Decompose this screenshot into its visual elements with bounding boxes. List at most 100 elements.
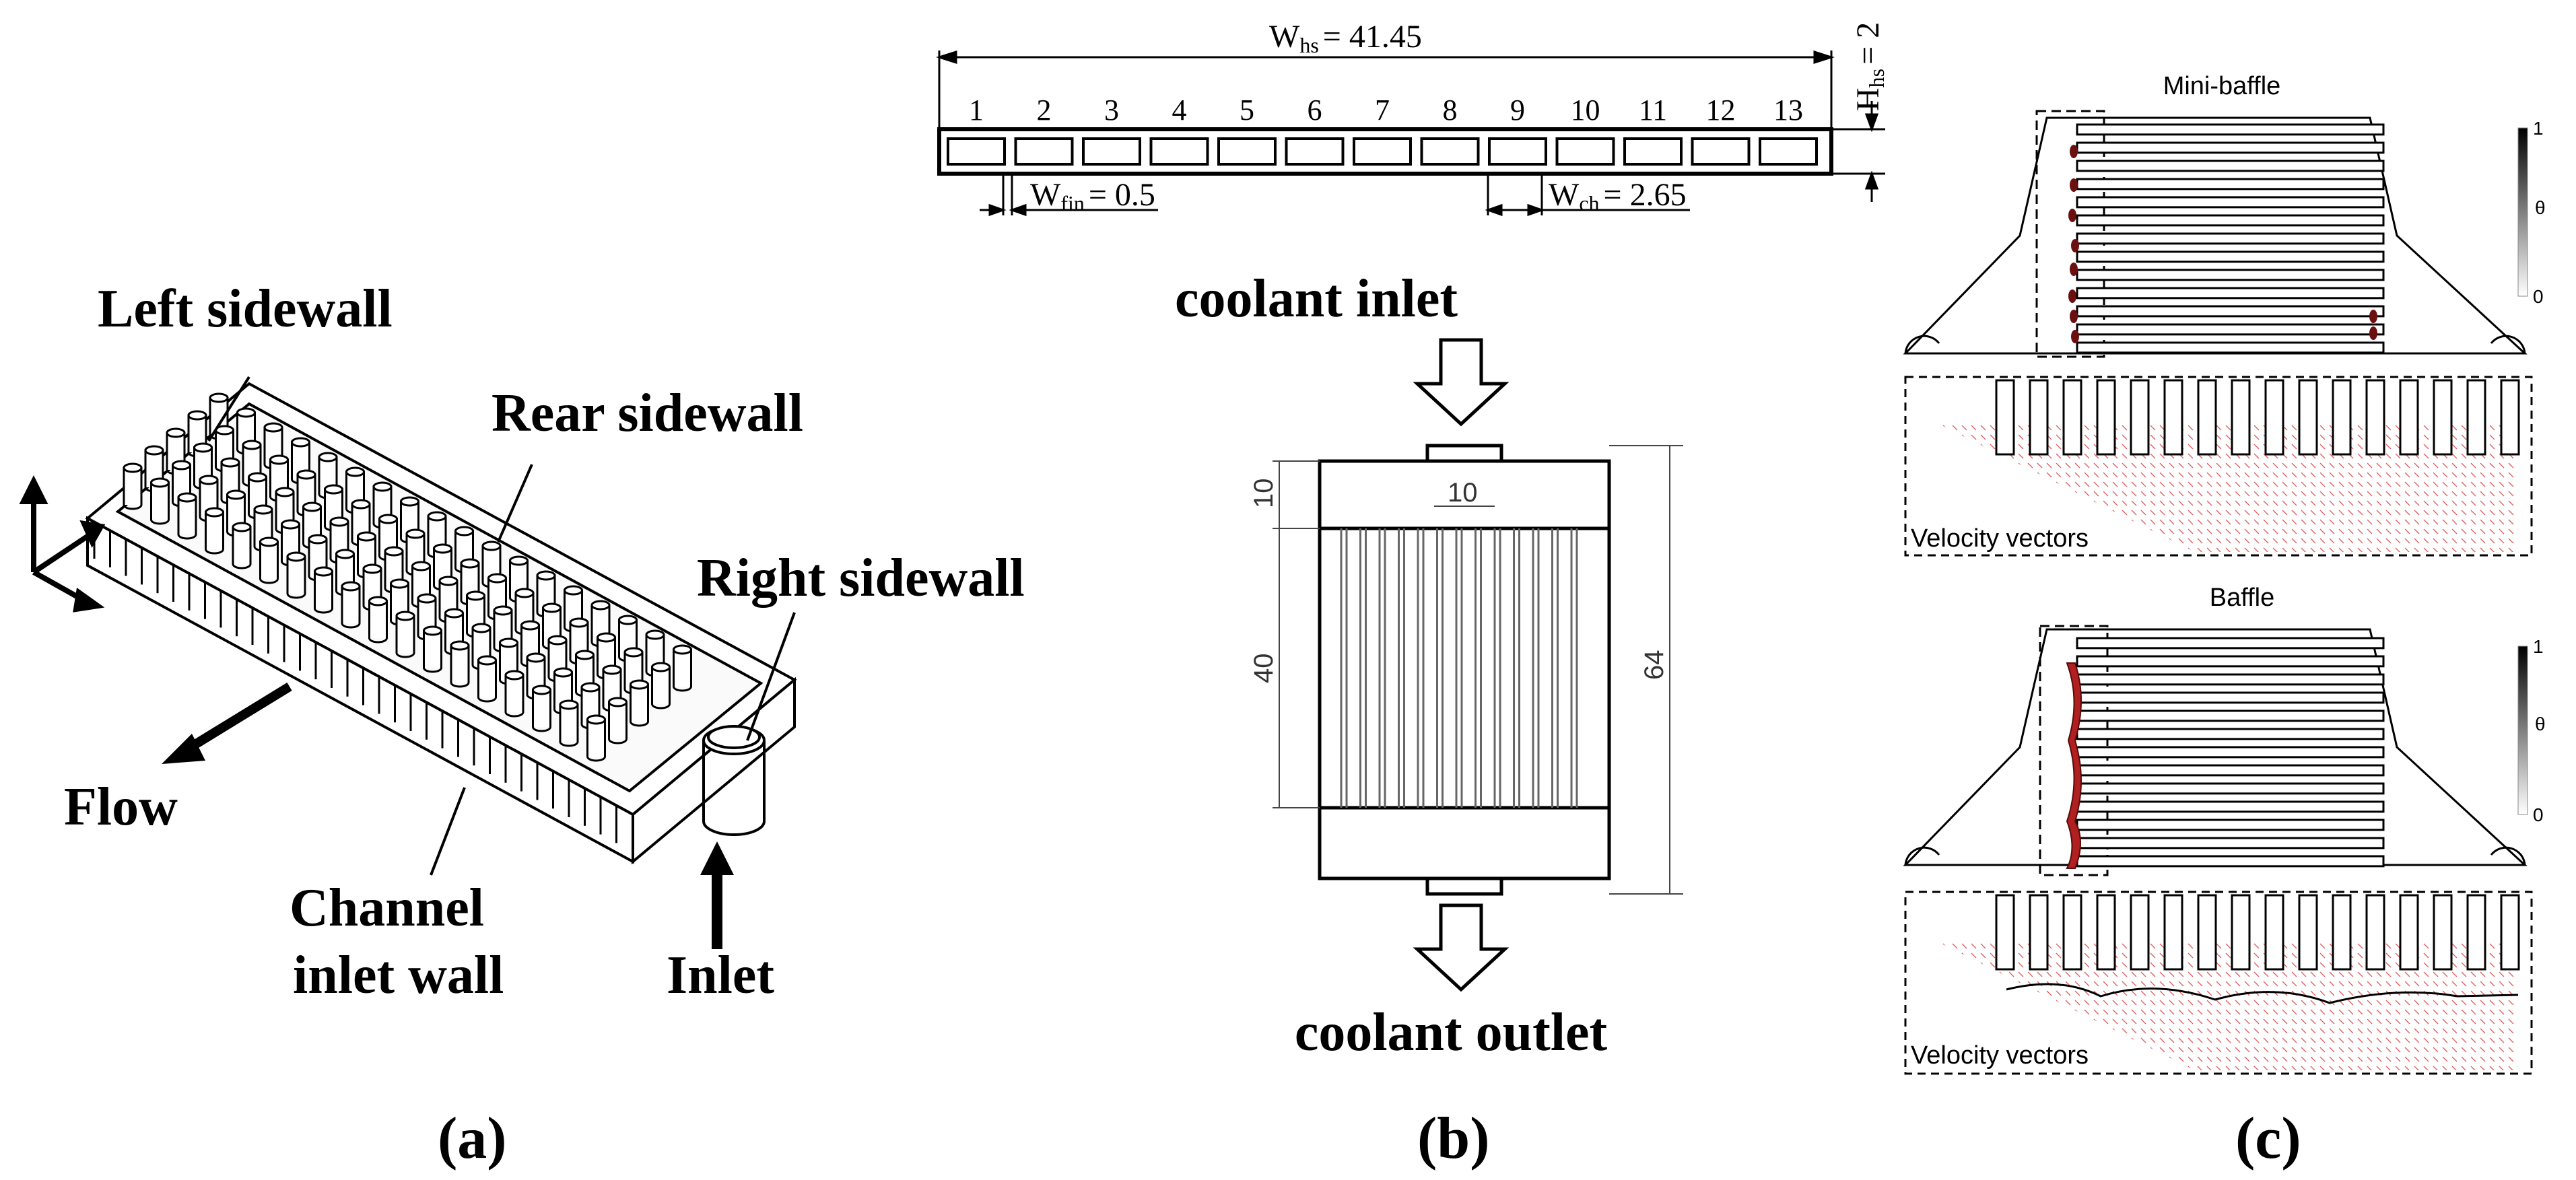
colorbar-top-min: 0 xyxy=(2533,286,2544,307)
velocity-fin xyxy=(2399,379,2419,456)
velocity-fin xyxy=(2096,379,2116,456)
velocity-fin xyxy=(2029,379,2049,456)
colorbar-bottom-min: 0 xyxy=(2533,804,2544,825)
colorbar-top-symbol: θ xyxy=(2535,197,2546,218)
velocity-fin xyxy=(2433,379,2453,456)
pin-fin xyxy=(232,522,252,569)
colorbar-top-max: 1 xyxy=(2533,118,2544,139)
channel-number: 4 xyxy=(1172,94,1187,127)
whs-label: Whs= 41.45 xyxy=(1269,19,1422,57)
hot-spot xyxy=(2068,289,2076,303)
pin-fin xyxy=(673,644,692,692)
channel-fin xyxy=(2076,196,2385,209)
mini-baffle-title: Mini-baffle xyxy=(2163,72,2281,100)
channel-number: 2 xyxy=(1037,94,1052,127)
pin-fin xyxy=(559,699,579,747)
velocity-fin xyxy=(2130,894,2150,971)
channel-fin xyxy=(2076,141,2385,154)
colorbar-bottom-max: 1 xyxy=(2533,636,2544,657)
pin-fin-array xyxy=(123,392,692,762)
channel-cross-sections xyxy=(947,137,1818,166)
channel-fin xyxy=(2076,637,2385,650)
coordinate-axes-icon xyxy=(19,475,106,613)
velocity-fin xyxy=(2298,894,2318,971)
channel-inlet-wall-teeth xyxy=(93,522,617,843)
channel-rect xyxy=(947,137,1006,166)
channel-rect xyxy=(1217,137,1277,166)
pin-fin xyxy=(368,596,388,644)
velocity-fin xyxy=(2062,894,2082,971)
channel-fin xyxy=(2076,178,2385,190)
velocity-fin xyxy=(2433,894,2453,971)
channel-rect xyxy=(1691,137,1751,166)
channel-number: 8 xyxy=(1443,94,1458,127)
velocity-fin xyxy=(2399,894,2419,971)
pin-fin xyxy=(532,685,551,732)
colorbar-bottom xyxy=(2517,646,2528,815)
hot-spot xyxy=(2071,239,2079,252)
channel-number: 11 xyxy=(1639,94,1667,127)
dim-64: 64 xyxy=(1639,650,1669,681)
channel-fin xyxy=(2076,673,2385,686)
channel-fin xyxy=(2076,250,2385,263)
pin-fin xyxy=(341,581,361,629)
channel-number: 13 xyxy=(1773,94,1803,127)
channel-number: 12 xyxy=(1706,94,1736,127)
channel-fin xyxy=(2076,323,2385,336)
channel-fin xyxy=(2076,691,2385,704)
velocity-fin xyxy=(2197,379,2217,456)
channel-rect xyxy=(1623,137,1683,166)
channel-rect xyxy=(1285,137,1345,166)
flow-arrow-icon xyxy=(162,683,292,764)
channel-number: 7 xyxy=(1375,94,1390,127)
dim-10-side: 10 xyxy=(1249,479,1279,509)
velocity-fin xyxy=(2231,379,2251,456)
colorbar-top xyxy=(2517,127,2528,297)
hot-spot xyxy=(2369,310,2377,323)
label-flow: Flow xyxy=(64,777,178,837)
hot-spot xyxy=(2070,145,2078,158)
pin-fin xyxy=(177,492,197,540)
channel-fin xyxy=(2076,709,2385,722)
channel-number: 6 xyxy=(1308,94,1322,127)
channel-rect xyxy=(1420,137,1480,166)
hot-spot xyxy=(2068,209,2076,222)
channel-fin xyxy=(2076,269,2385,281)
label-right-sidewall: Right sidewall xyxy=(697,549,1025,608)
cross-section-outline xyxy=(937,127,1833,176)
channel-fin xyxy=(2076,341,2385,354)
whs-dimension xyxy=(936,50,1835,128)
channel-fin xyxy=(2076,287,2385,300)
velocity-fin xyxy=(2029,894,2049,971)
baffle-title: Baffle xyxy=(2210,584,2274,612)
channel-fin xyxy=(2076,232,2385,245)
channel-number: 5 xyxy=(1240,94,1254,127)
dim-10-top: 10 xyxy=(1448,478,1478,508)
channel-fin xyxy=(2076,819,2385,831)
label-coolant-outlet: coolant outlet xyxy=(1295,1003,1608,1062)
channel-rect xyxy=(1488,137,1547,166)
hot-spot xyxy=(2070,263,2078,276)
hot-spot xyxy=(2071,330,2079,343)
coolant-inlet-arrow-icon xyxy=(1413,338,1510,427)
pin-fin xyxy=(608,697,628,744)
pin-fin xyxy=(259,536,279,584)
velocity-fin xyxy=(1995,894,2015,971)
label-left-sidewall: Left sidewall xyxy=(98,279,393,339)
channel-fin xyxy=(2076,655,2385,668)
pin-fin xyxy=(460,558,480,606)
velocity-fin xyxy=(2096,894,2116,971)
panel-a: Left sidewall Rear sidewall Right sidewa… xyxy=(19,279,1025,1171)
colorbar-bottom-symbol: θ xyxy=(2535,714,2546,734)
velocity-fin xyxy=(2130,379,2150,456)
channel-fin xyxy=(2076,728,2385,740)
velocity-fin xyxy=(2466,894,2486,971)
channel-rect xyxy=(1082,137,1141,166)
pin-fin xyxy=(423,625,442,673)
baffle-velocity-box xyxy=(1904,891,2533,1075)
baffle-corner-icons xyxy=(1904,846,2526,866)
panel-c: Mini-baffle 1 θ 0 xyxy=(1903,72,2546,1171)
channel-number: 10 xyxy=(1571,94,1600,127)
